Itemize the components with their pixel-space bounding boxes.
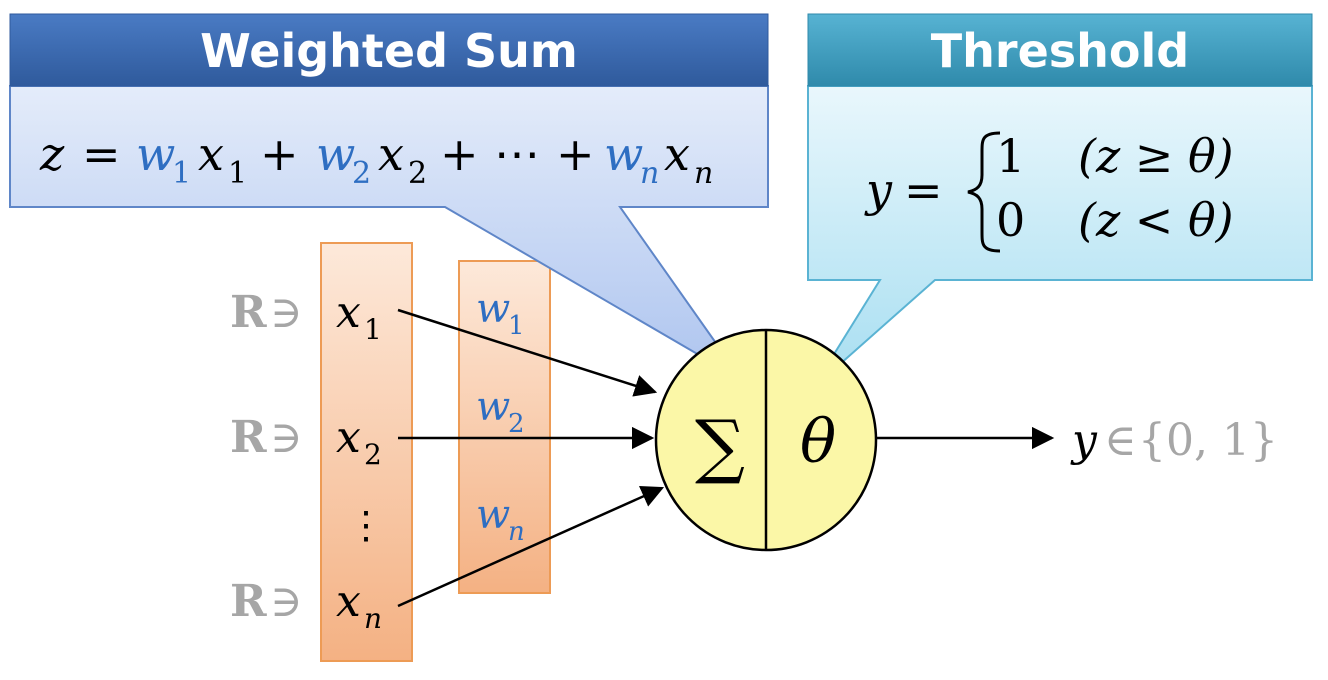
weight-w2-sub: 2 [508, 409, 525, 439]
weight-n: w n [476, 492, 525, 547]
threshold-formula: y = 1 (z ≥ θ) 0 (z < θ) [864, 129, 1234, 253]
formula-w2: w [316, 127, 355, 181]
formula-plus-1: + [260, 127, 299, 181]
input-column [320, 242, 413, 662]
input-xn: x [336, 576, 361, 627]
input-xn-sub: n [364, 602, 382, 635]
threshold-cond-ge: (z ≥ θ) [1078, 129, 1234, 183]
formula-plus-3: + [556, 127, 595, 181]
arrow-x1 [397, 308, 658, 397]
formula-w2-sub: 2 [352, 156, 371, 191]
formula-wn-sub: n [640, 156, 659, 191]
weighted-sum-formula: z = w 1 x 1 + w 2 x 2 + ⋯ + w n x n [39, 127, 713, 191]
weight-wn-sub: n [508, 517, 525, 547]
input-row-2: R ∋ x 2 [230, 412, 382, 471]
threshold-title: Threshold [931, 24, 1189, 78]
formula-w1: w [136, 127, 175, 181]
formula-plus-2: + [440, 127, 479, 181]
weight-1: w 1 [476, 286, 525, 341]
output-set: {0, 1} [1138, 415, 1278, 466]
threshold-equals: = [904, 163, 943, 217]
input-x2-sub: 2 [364, 438, 382, 471]
weighted-sum-header [9, 13, 769, 87]
input-x1: x [336, 287, 361, 338]
output-member: ∈ [1104, 415, 1137, 466]
member-symbol: ∋ [270, 412, 303, 463]
formula-z: z [39, 127, 65, 181]
domain-R: R [230, 576, 267, 627]
threshold-y: y [864, 163, 893, 217]
member-symbol: ∋ [270, 287, 303, 338]
weight-column [458, 260, 551, 594]
input-vdots: ⋮ [347, 503, 385, 547]
formula-equals: = [82, 127, 121, 181]
formula-w1-sub: 1 [172, 156, 191, 191]
formula-wn: w [604, 127, 643, 181]
theta-symbol: θ [800, 407, 836, 477]
weight-wn: w [476, 492, 510, 538]
threshold-case-one: 1 [996, 129, 1025, 183]
weight-2: w 2 [476, 384, 525, 439]
weighted-sum-title: Weighted Sum [200, 24, 578, 78]
formula-x1: x [198, 127, 224, 181]
formula-xn: x [664, 127, 690, 181]
formula-x2: x [378, 127, 404, 181]
weighted-sum-callout [9, 85, 769, 381]
domain-R: R [230, 287, 267, 338]
formula-x1-sub: 1 [228, 156, 247, 191]
weight-w1: w [476, 286, 510, 332]
threshold-header [807, 13, 1313, 87]
weight-w2: w [476, 384, 510, 430]
threshold-cond-lt: (z < θ) [1078, 193, 1234, 247]
output-y: y [1070, 415, 1098, 466]
input-row-n: R ∋ x n [230, 576, 382, 635]
member-symbol: ∋ [270, 576, 303, 627]
sum-symbol: ∑ [695, 405, 745, 487]
output-label: y ∈ {0, 1} [1070, 415, 1278, 466]
piecewise-brace [967, 131, 1001, 253]
input-row-1: R ∋ x 1 [230, 287, 382, 346]
formula-xn-sub: n [694, 156, 713, 191]
input-x2: x [336, 412, 361, 463]
formula-x2-sub: 2 [408, 156, 427, 191]
weight-w1-sub: 1 [508, 311, 525, 341]
input-x1-sub: 1 [364, 313, 382, 346]
threshold-callout [807, 85, 1313, 389]
arrow-xn [397, 485, 665, 608]
threshold-case-zero: 0 [996, 193, 1025, 247]
domain-R: R [230, 412, 267, 463]
formula-ellipsis: ⋯ [494, 127, 540, 181]
